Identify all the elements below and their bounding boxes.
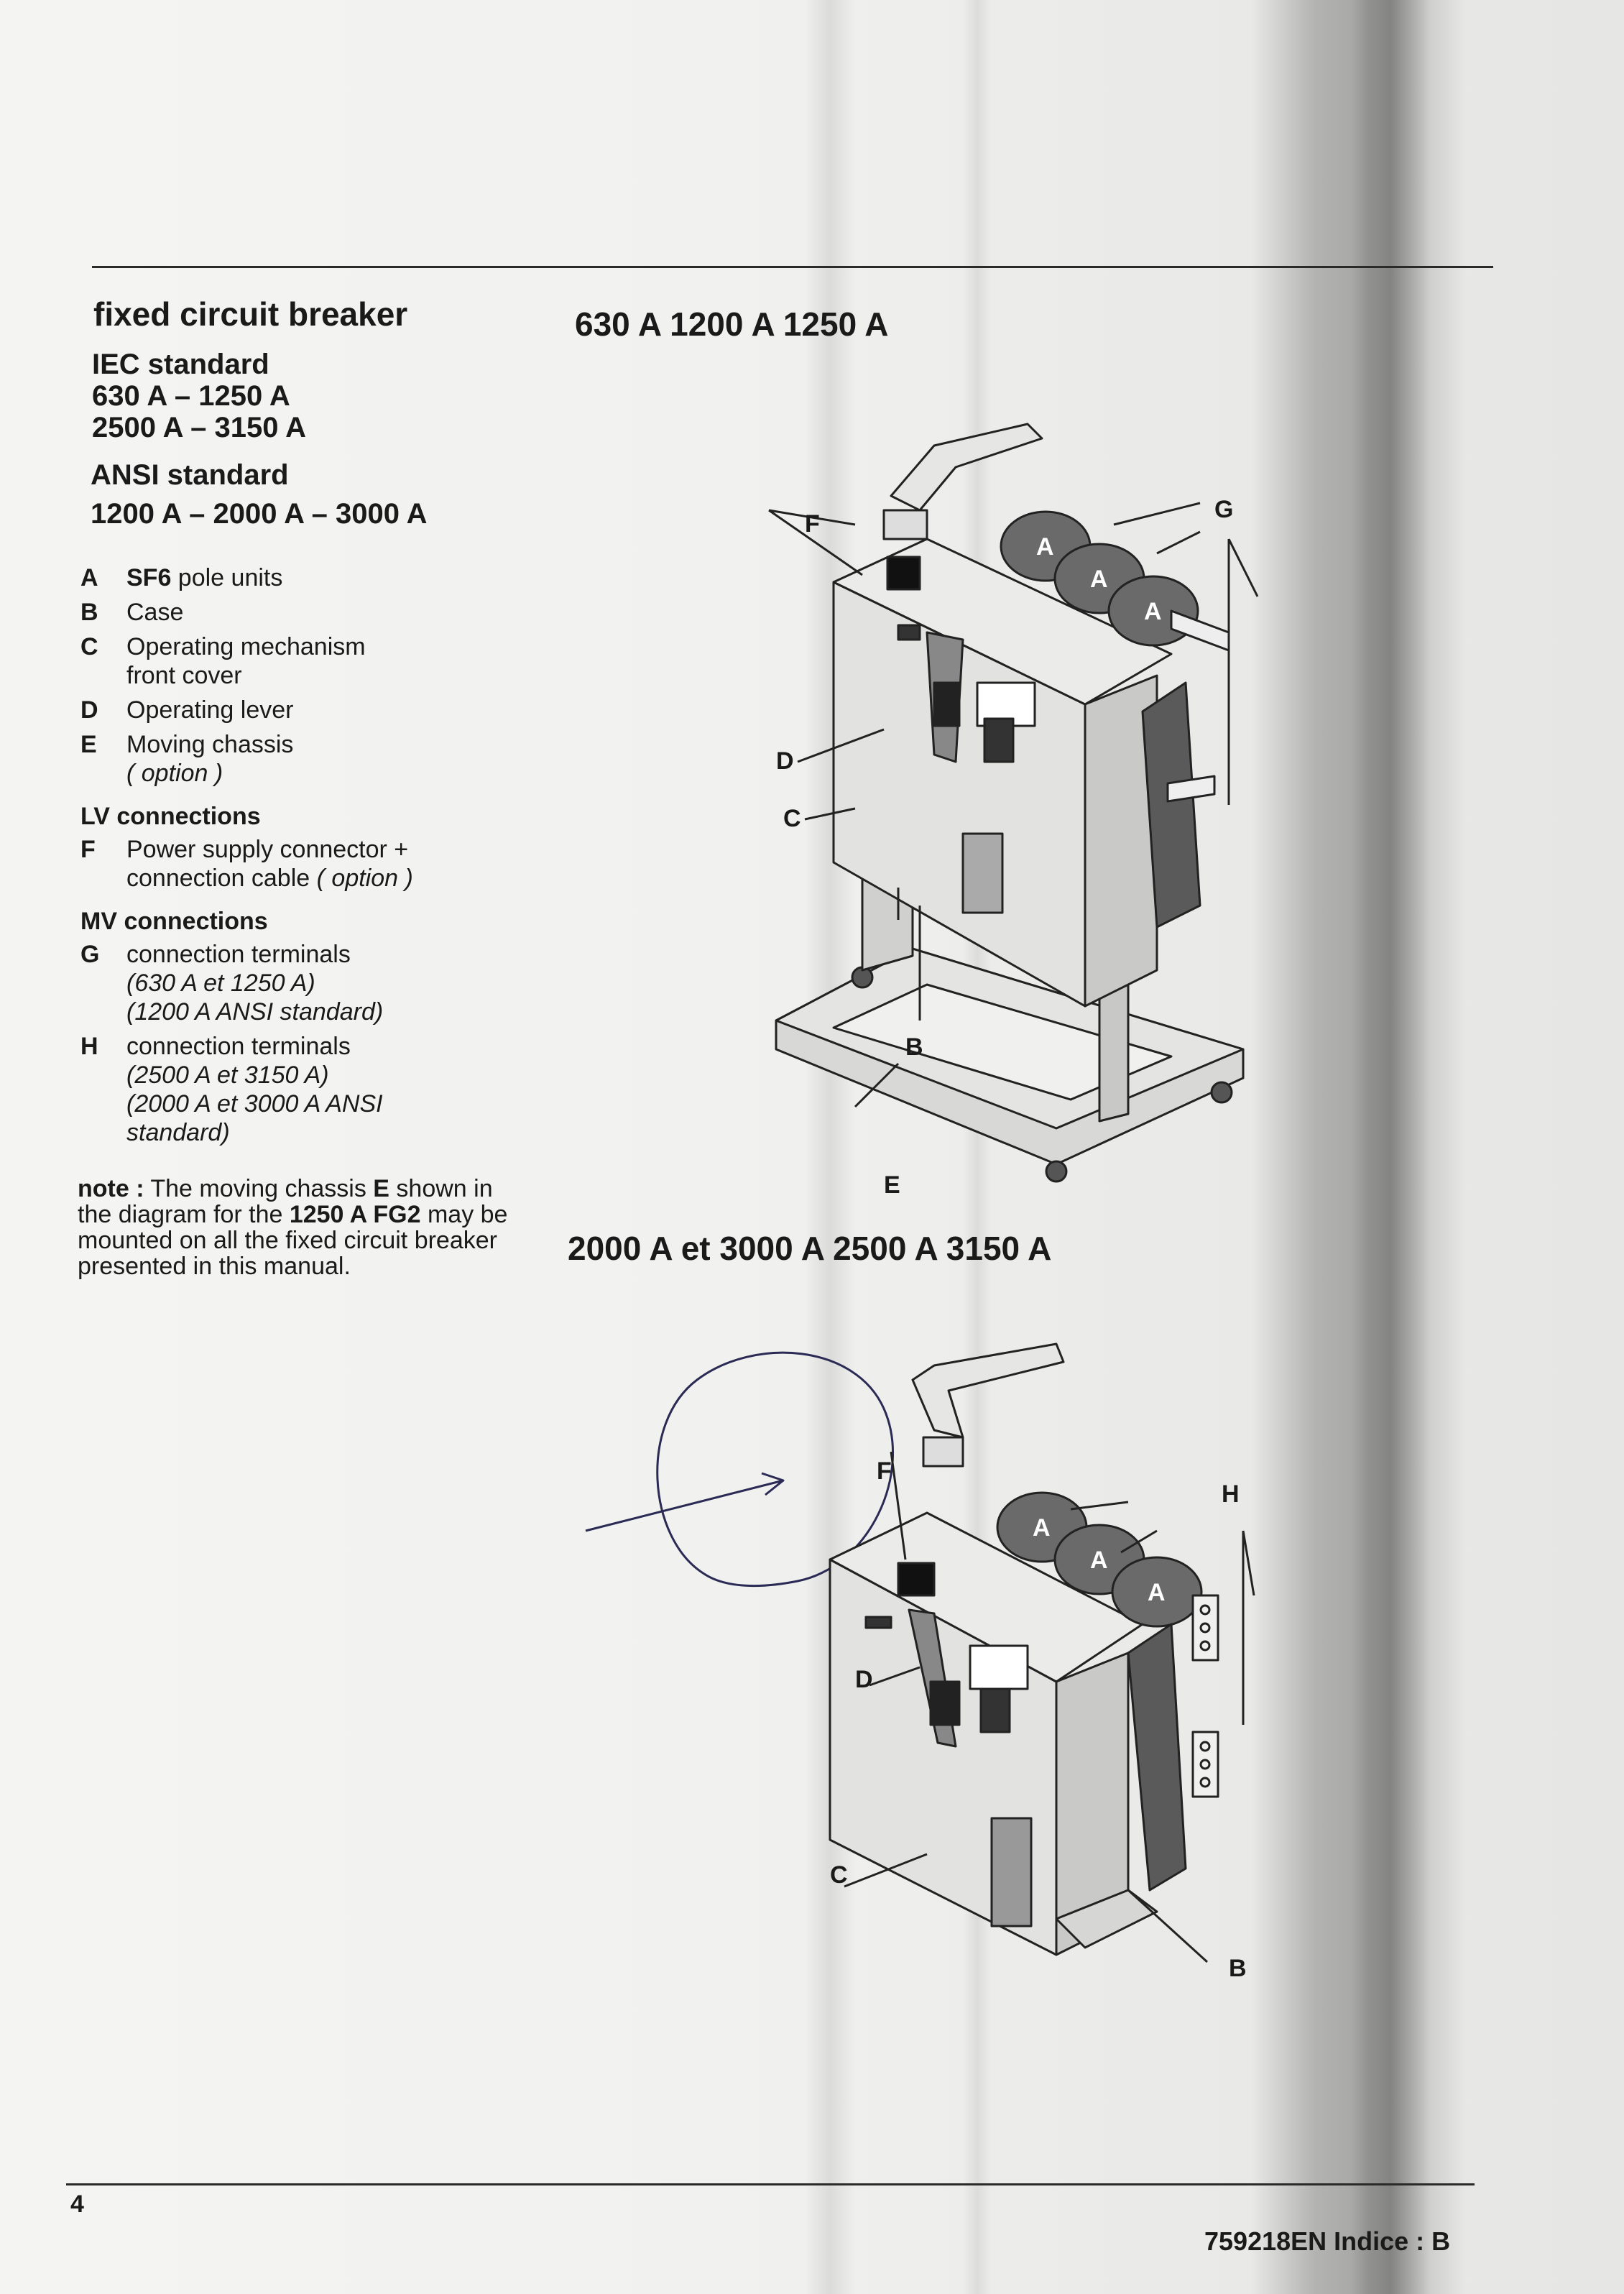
ansi-standard-label: ANSI standard <box>91 459 289 491</box>
legend-key: E <box>80 731 97 758</box>
fig2-label-f: F <box>877 1457 892 1485</box>
fig2-label-b: B <box>1229 1955 1247 1982</box>
legend-key: G <box>80 941 100 968</box>
figure1-diagram: F G D C B E A A A <box>768 423 1259 1199</box>
fig1-label-e: E <box>884 1171 900 1199</box>
fig1-label-g: G <box>1214 496 1233 523</box>
lv-connections-title: LV connections <box>80 803 261 830</box>
legend-text: Power supply connector + connection cabl… <box>126 835 413 893</box>
fig2-label-a: A <box>1090 1547 1108 1574</box>
legend-text: Operating lever <box>126 696 294 724</box>
fig1-label-d: D <box>776 747 794 775</box>
note-label: note : <box>78 1175 144 1202</box>
note-model: 1250 A FG2 <box>289 1201 421 1228</box>
legend-rest: connection terminals <box>126 941 351 968</box>
fig2-label-c: C <box>830 1861 848 1889</box>
legend-main: A SF6 pole units B Case C Operating mech… <box>80 563 413 1153</box>
legend-item-c: C Operating mechanism front cover <box>80 632 413 690</box>
legend-key: B <box>80 599 98 626</box>
legend-item-f: F Power supply connector + connection ca… <box>80 835 413 893</box>
legend-option: ( option ) <box>126 760 223 787</box>
copy-streak <box>1250 0 1466 2294</box>
fig1-label-b: B <box>905 1033 923 1061</box>
fig2-label-d: D <box>855 1666 873 1693</box>
fig2-label-a: A <box>1148 1579 1166 1606</box>
figure2-title: 2000 A et 3000 A 2500 A 3150 A <box>568 1230 1052 1267</box>
fig1-label-f: F <box>805 510 820 538</box>
copy-streak <box>1351 0 1430 2294</box>
fig1-label-a: A <box>1144 598 1162 625</box>
legend-key: D <box>80 696 98 724</box>
legend-rest: connection terminals <box>126 1033 351 1060</box>
top-rule <box>92 266 1493 268</box>
note-text: shown in the diagram for the <box>78 1175 493 1228</box>
copy-streak <box>805 0 855 2294</box>
fig1-label-a: A <box>1036 533 1054 561</box>
legend-text: Operating mechanism front cover <box>126 633 366 689</box>
legend-key: F <box>80 836 96 863</box>
iec-range-2: 2500 A – 3150 A <box>92 412 306 443</box>
legend-text: connection terminals(630 A et 1250 A) (1… <box>126 940 383 1026</box>
legend-option: ( option ) <box>316 865 413 892</box>
legend-rest: Power supply connector + connection cabl… <box>126 836 409 892</box>
legend-item-g: G connection terminals(630 A et 1250 A) … <box>80 940 413 1026</box>
legend-option: (2500 A et 3150 A) (2000 A et 3000 A ANS… <box>126 1061 383 1146</box>
mv-connections-title: MV connections <box>80 908 268 935</box>
figure2-diagram: F H D C B A A A <box>585 1342 1255 1982</box>
legend-text: Case <box>126 599 184 626</box>
figure1-title: 630 A 1200 A 1250 A <box>575 305 889 343</box>
note-paragraph: note : The moving chassis E shown in the… <box>78 1176 523 1279</box>
legend-key: H <box>80 1033 98 1060</box>
legend-key: A <box>80 564 98 591</box>
legend-rest: pole units <box>171 564 283 591</box>
legend-item-e: E Moving chassis( option ) <box>80 730 413 788</box>
legend-item-b: B Case <box>80 598 413 627</box>
fig1-label-c: C <box>783 805 801 832</box>
legend-text: SF6 pole units <box>126 563 282 592</box>
legend-key: C <box>80 633 98 660</box>
legend-bold: SF6 <box>126 564 172 591</box>
legend-text: Moving chassis( option ) <box>126 730 293 788</box>
legend-item-a: A SF6 pole units <box>80 563 413 592</box>
note-text: may be mounted on all the fixed circuit … <box>78 1201 508 1280</box>
legend-item-d: D Operating lever <box>80 696 413 724</box>
iec-range-1: 630 A – 1250 A <box>92 380 290 412</box>
page-title: fixed circuit breaker <box>93 295 408 333</box>
page-number: 4 <box>70 2191 84 2218</box>
fig1-label-a: A <box>1090 566 1108 593</box>
note-chassis: E <box>373 1175 389 1202</box>
legend-item-h: H connection terminals(2500 A et 3150 A)… <box>80 1032 413 1147</box>
bottom-rule <box>66 2183 1475 2185</box>
iec-standard-label: IEC standard <box>92 349 269 380</box>
legend-text: connection terminals(2500 A et 3150 A) (… <box>126 1032 383 1147</box>
legend-option: (630 A et 1250 A) (1200 A ANSI standard) <box>126 969 384 1026</box>
ansi-range: 1200 A – 2000 A – 3000 A <box>91 498 428 530</box>
legend-rest: Moving chassis <box>126 731 294 758</box>
note-text: The moving chassis <box>144 1175 374 1202</box>
fig2-label-h: H <box>1222 1480 1240 1508</box>
doc-reference: 759218EN Indice : B <box>1204 2226 1451 2256</box>
fig2-label-a: A <box>1033 1514 1051 1542</box>
